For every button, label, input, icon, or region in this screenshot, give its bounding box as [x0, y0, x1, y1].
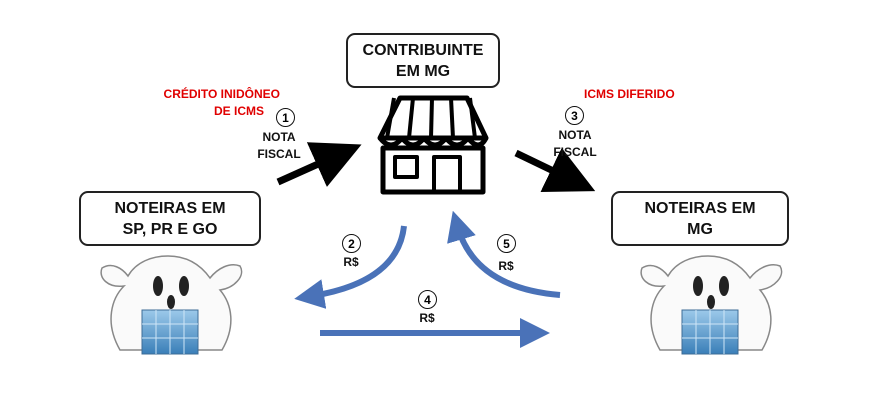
left-entity-line2: SP, PR E GO [122, 220, 218, 238]
step5-label: R$ [498, 259, 514, 273]
step1-label: NOTA FISCAL [244, 129, 314, 163]
store-icon [377, 95, 489, 195]
taxpayer-line2: EM MG [395, 62, 451, 80]
arrow-nota-fiscal-1 [276, 142, 362, 187]
step1-line1: NOTA [262, 130, 296, 144]
left-entity-line1: NOTEIRAS EM [114, 199, 226, 217]
right-entity-line1: NOTEIRAS EM [644, 199, 756, 217]
step2-number: 2 [342, 234, 361, 253]
step5-number: 5 [497, 234, 516, 253]
taxpayer-box: CONTRIBUINTE EM MG [346, 33, 500, 88]
step1-number: 1 [276, 108, 295, 127]
ghost-building-left-icon [100, 255, 243, 355]
ghost-building-right-icon [640, 255, 783, 355]
step3-line2: FISCAL [553, 145, 597, 159]
credit-note: CRÉDITO INIDÔNEO DE ICMS [150, 86, 280, 120]
credit-note-line2: DE ICMS [213, 104, 264, 118]
left-entity-box: NOTEIRAS EM SP, PR E GO [79, 191, 261, 246]
step1-line2: FISCAL [257, 147, 301, 161]
step4-label: R$ [419, 311, 435, 325]
right-entity-line2: MG [687, 220, 713, 238]
step3-line1: NOTA [558, 128, 592, 142]
step3-number: 3 [565, 106, 584, 125]
step3-label: NOTA FISCAL [540, 127, 610, 161]
step2-label: R$ [343, 255, 359, 269]
arrow-money-5 [447, 210, 561, 298]
right-entity-box: NOTEIRAS EM MG [611, 191, 789, 246]
arrow-money-2 [294, 225, 407, 309]
step4-number: 4 [418, 290, 437, 309]
credit-note-line1: CRÉDITO INIDÔNEO [163, 87, 280, 101]
taxpayer-line1: CONTRIBUINTE [362, 41, 484, 59]
arrow-nota-fiscal-3 [514, 147, 596, 192]
deferred-note: ICMS DIFERIDO [584, 87, 675, 101]
